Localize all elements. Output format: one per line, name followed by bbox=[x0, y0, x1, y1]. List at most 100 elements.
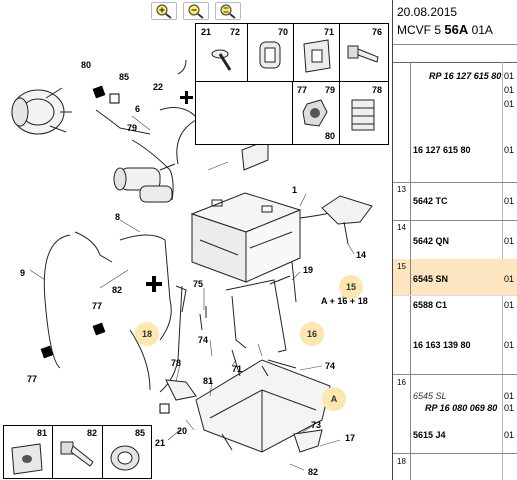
square-marker bbox=[40, 345, 54, 359]
open-square-marker bbox=[109, 93, 120, 104]
detail-cell: 76 bbox=[340, 24, 388, 82]
battery-drawing bbox=[190, 192, 302, 283]
callout-20: 20 bbox=[177, 426, 188, 436]
column-divider bbox=[410, 259, 411, 295]
bushing-icon bbox=[110, 445, 140, 471]
detail-label-21: 21 bbox=[201, 27, 212, 37]
detail-cell: 21 72 bbox=[196, 24, 248, 82]
grommet-icon bbox=[259, 41, 281, 69]
callout-15-highlight[interactable]: 15 bbox=[339, 275, 363, 299]
callout-74-b: 74 bbox=[325, 361, 336, 371]
model-code: MCVF 5 56A 01A bbox=[397, 22, 493, 37]
detail-cell: 81 bbox=[4, 426, 53, 478]
callout-77: 77 bbox=[92, 301, 103, 311]
model-prefix: MCVF 5 bbox=[397, 23, 442, 37]
connector-icon bbox=[351, 99, 375, 131]
selected-row-highlight[interactable] bbox=[393, 259, 517, 295]
ref-part[interactable]: RP 16 080 069 80 bbox=[425, 403, 498, 413]
detail-cell: 78 bbox=[340, 82, 388, 144]
callout-73: 73 bbox=[311, 420, 322, 430]
part-number-selected[interactable]: 6545 SN bbox=[413, 274, 449, 284]
cage-nut-icon bbox=[11, 443, 43, 475]
callout-22: 22 bbox=[153, 82, 164, 92]
row-divider bbox=[393, 220, 517, 221]
bracket-drawing bbox=[321, 195, 373, 245]
callout-85: 85 bbox=[119, 72, 130, 82]
bolt-icon bbox=[347, 45, 379, 63]
callout-16-highlight[interactable]: 16 bbox=[300, 322, 324, 346]
detail-cell: 82 bbox=[53, 426, 103, 478]
qty: 01 bbox=[504, 196, 515, 206]
wire-22-drawing bbox=[177, 59, 187, 75]
callout-77-b: 77 bbox=[27, 374, 38, 384]
qty: 01 bbox=[504, 99, 515, 109]
nut-icon bbox=[302, 99, 328, 127]
callout-74: 74 bbox=[198, 335, 209, 345]
starter-motor-drawing bbox=[113, 163, 176, 203]
catalog-date: 20.08.2015 bbox=[397, 5, 458, 19]
row-divider bbox=[393, 453, 517, 454]
callout-81: 81 bbox=[203, 376, 214, 386]
row-index: 18 bbox=[397, 457, 406, 466]
detail-label-80: 80 bbox=[325, 131, 336, 141]
alt-part-number[interactable]: 6545 SL bbox=[413, 391, 447, 401]
callout-21: 21 bbox=[155, 438, 166, 448]
zoom-toolbar bbox=[151, 2, 241, 22]
clip-drawing bbox=[165, 379, 197, 401]
model-suffix: 01A bbox=[471, 23, 493, 37]
exploded-view-drawing bbox=[11, 59, 373, 471]
fixings-detail-box: 81 82 85 bbox=[3, 425, 152, 479]
battery-strap-drawing bbox=[225, 275, 291, 353]
part-number[interactable]: 16 127 615 80 bbox=[413, 145, 471, 155]
qty: 01 bbox=[504, 274, 515, 284]
detail-label-81: 81 bbox=[37, 428, 48, 438]
plus-marker bbox=[146, 276, 162, 292]
qty: 01 bbox=[504, 145, 515, 155]
detail-label-82: 82 bbox=[87, 428, 98, 438]
qty: 01 bbox=[504, 236, 515, 246]
callout-82: 82 bbox=[112, 285, 123, 295]
clip-73-drawing bbox=[293, 429, 323, 453]
row-index: 15 bbox=[397, 262, 406, 271]
qty: 01 bbox=[504, 300, 515, 310]
alternator-drawing bbox=[11, 87, 72, 135]
detail-label-70: 70 bbox=[278, 27, 289, 37]
divider bbox=[393, 44, 517, 45]
qty: 01 bbox=[504, 430, 515, 440]
row-divider bbox=[393, 374, 517, 375]
detail-label-77: 77 bbox=[297, 85, 308, 95]
callout-A-highlight[interactable]: A bbox=[322, 387, 346, 411]
qty: 01 bbox=[504, 85, 515, 95]
callout-79: 79 bbox=[127, 123, 138, 133]
row-divider bbox=[393, 182, 517, 183]
plus-marker bbox=[180, 91, 193, 104]
part-number[interactable]: 5642 QN bbox=[413, 236, 450, 246]
row-index: 16 bbox=[397, 378, 406, 387]
row-index: 14 bbox=[397, 223, 406, 232]
zoom-out-button[interactable] bbox=[183, 2, 209, 20]
parts-diagram: 80 85 22 76 6 79 5 13 1 8 14 9 82 19 75 … bbox=[3, 23, 389, 479]
detail-cell: 71 bbox=[294, 24, 340, 82]
part-number[interactable]: 6588 C1 bbox=[413, 300, 448, 310]
square-marker bbox=[92, 322, 106, 336]
zoom-fit-button[interactable] bbox=[215, 2, 241, 20]
row-index: 13 bbox=[397, 185, 406, 194]
detail-label-72: 72 bbox=[230, 27, 241, 37]
zoom-fit-icon bbox=[220, 4, 236, 19]
part-number[interactable]: 5615 J4 bbox=[413, 430, 446, 440]
square-marker bbox=[92, 85, 106, 99]
callout-1: 1 bbox=[292, 185, 298, 195]
detail-cell: 85 bbox=[103, 426, 151, 478]
callout-18-highlight[interactable]: 18 bbox=[135, 322, 159, 346]
zoom-in-button[interactable] bbox=[151, 2, 177, 20]
detail-label-79: 79 bbox=[325, 85, 336, 95]
part-number[interactable]: 16 163 139 80 bbox=[413, 340, 471, 350]
ref-part[interactable]: RP 16 127 615 80 bbox=[429, 71, 502, 81]
qty: 01 bbox=[504, 71, 515, 81]
detail-label-76: 76 bbox=[372, 27, 383, 37]
callout-71: 71 bbox=[232, 364, 243, 374]
zoom-out-icon bbox=[188, 4, 204, 19]
screw-icon bbox=[60, 441, 94, 467]
part-number[interactable]: 5642 TC bbox=[413, 196, 448, 206]
battery-tray-drawing bbox=[195, 359, 331, 453]
